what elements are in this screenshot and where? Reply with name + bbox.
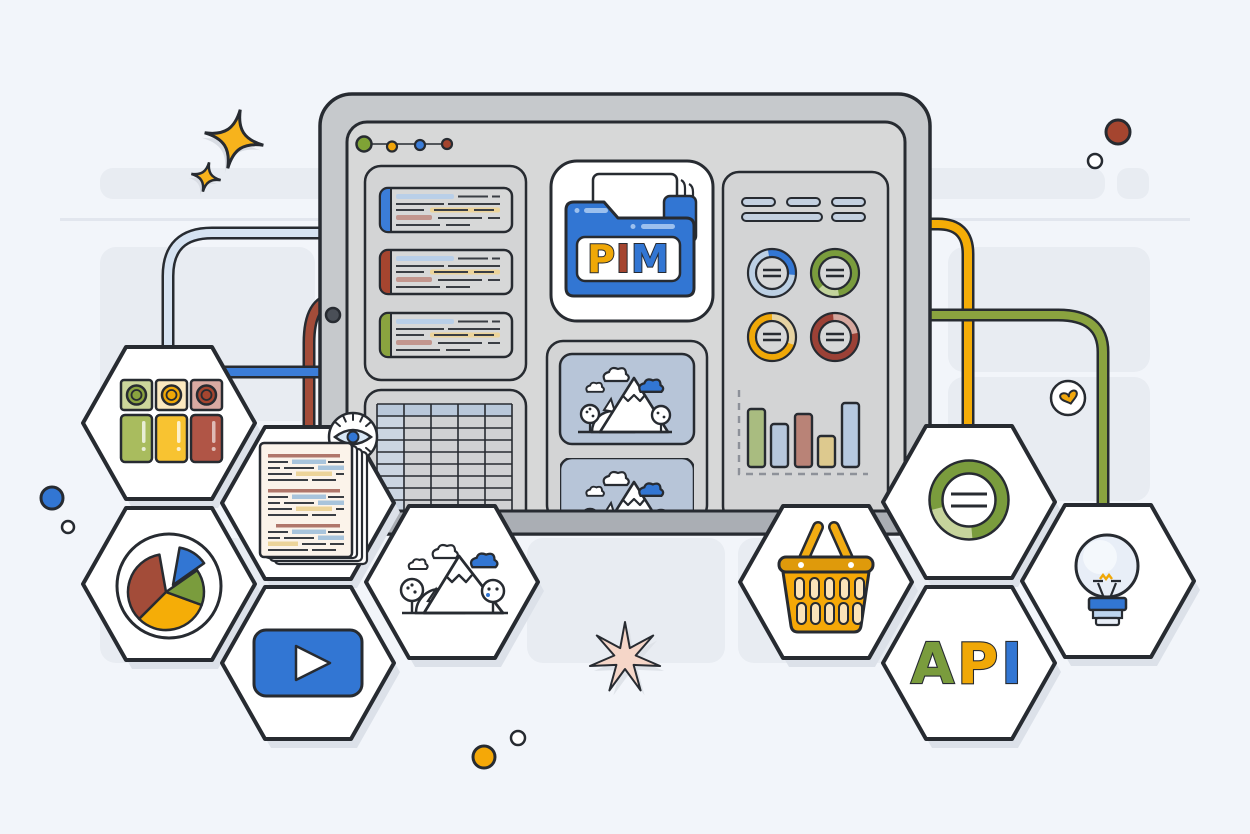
pie-slice-green: [164, 568, 206, 607]
thumbnails-panel: [545, 339, 709, 511]
lightbulb-icon: [1074, 533, 1140, 627]
heart-badge-icon: [1049, 379, 1087, 417]
bar: [816, 434, 837, 469]
pale-blue-pipe: [161, 226, 332, 352]
hexagon-document: [220, 411, 396, 581]
card-spine: [379, 312, 392, 358]
video-player-icon: [252, 628, 364, 698]
hexagon-pie: [81, 506, 257, 662]
list-card: [378, 186, 514, 234]
folder-label: [575, 235, 682, 283]
hexagon-mountain: [364, 504, 540, 660]
donut-chart-green: [809, 247, 861, 299]
pie-slice-red: [126, 553, 168, 621]
donut-chart-yellow: [746, 311, 798, 363]
olive-pipe: [926, 308, 1110, 512]
yellow-dot: [471, 744, 497, 770]
laptop: PIM: [318, 92, 932, 536]
donut-chart-red: [809, 311, 861, 363]
donut-ring-icon: [928, 459, 1010, 541]
binders-icon: [119, 378, 224, 464]
hexagon-badges: API: [81, 345, 1200, 748]
table-grid: [376, 403, 513, 511]
decorations: [39, 101, 1132, 770]
table-panel: [363, 388, 528, 511]
pim-label: PIM: [587, 237, 670, 281]
red-dot: [1104, 118, 1132, 146]
text-dashes: [741, 197, 866, 222]
list-panel: [363, 164, 528, 382]
white-dot: [1086, 152, 1104, 170]
hexagon-basket: [738, 504, 914, 660]
tree-icon: [399, 577, 425, 613]
hexagon-donut: [881, 424, 1057, 580]
ghost-pill: [1117, 168, 1149, 199]
blue-dot: [39, 485, 65, 511]
card-spine: [379, 249, 392, 295]
pim-folder-card: PIM: [549, 159, 715, 323]
donut-chart-blue: [746, 247, 798, 299]
bar: [793, 412, 814, 469]
white-dot: [60, 519, 76, 535]
white-dot: [509, 729, 527, 747]
list-card: [378, 248, 514, 296]
hexagon-video: [220, 585, 396, 741]
ghost-card: [527, 538, 725, 663]
pie-chart-icon: [115, 532, 223, 640]
table-header-row: [377, 404, 512, 416]
play-icon: [294, 644, 332, 682]
bar: [769, 422, 790, 469]
toolbar-dots: [355, 135, 454, 153]
webcam-dot-icon: [324, 306, 342, 324]
tree-icon: [480, 578, 506, 613]
api-label: API: [911, 632, 1025, 697]
ghost-pill: [100, 168, 340, 199]
image-thumbnail: [560, 458, 694, 511]
yellow-pipe: [926, 217, 975, 434]
hexagon-bulb: [1020, 503, 1196, 659]
screen-content: PIM: [355, 135, 890, 511]
blue-dot-icon: [413, 138, 427, 152]
starburst-icon: [588, 621, 665, 696]
bar-chart: [737, 390, 868, 476]
pie-slice-blue: [171, 546, 206, 587]
landscape-image-icon: [399, 543, 508, 615]
bar-chart-axis: [737, 390, 868, 476]
red-dot-icon: [440, 137, 454, 151]
document-stack-icon: [258, 441, 369, 566]
card-spine: [379, 187, 392, 233]
green-dot-icon: [355, 135, 373, 153]
hexagon-api: API: [881, 585, 1057, 741]
bar: [746, 407, 767, 469]
hexagon-binders: [81, 345, 257, 501]
list-card: [378, 311, 514, 359]
pie-slice-yellow: [137, 590, 203, 632]
filament: [1099, 573, 1113, 581]
shopping-basket-icon: [777, 521, 875, 634]
yellow-dot-icon: [385, 140, 399, 153]
bar: [840, 401, 861, 469]
dashboard-panel: [721, 170, 890, 511]
